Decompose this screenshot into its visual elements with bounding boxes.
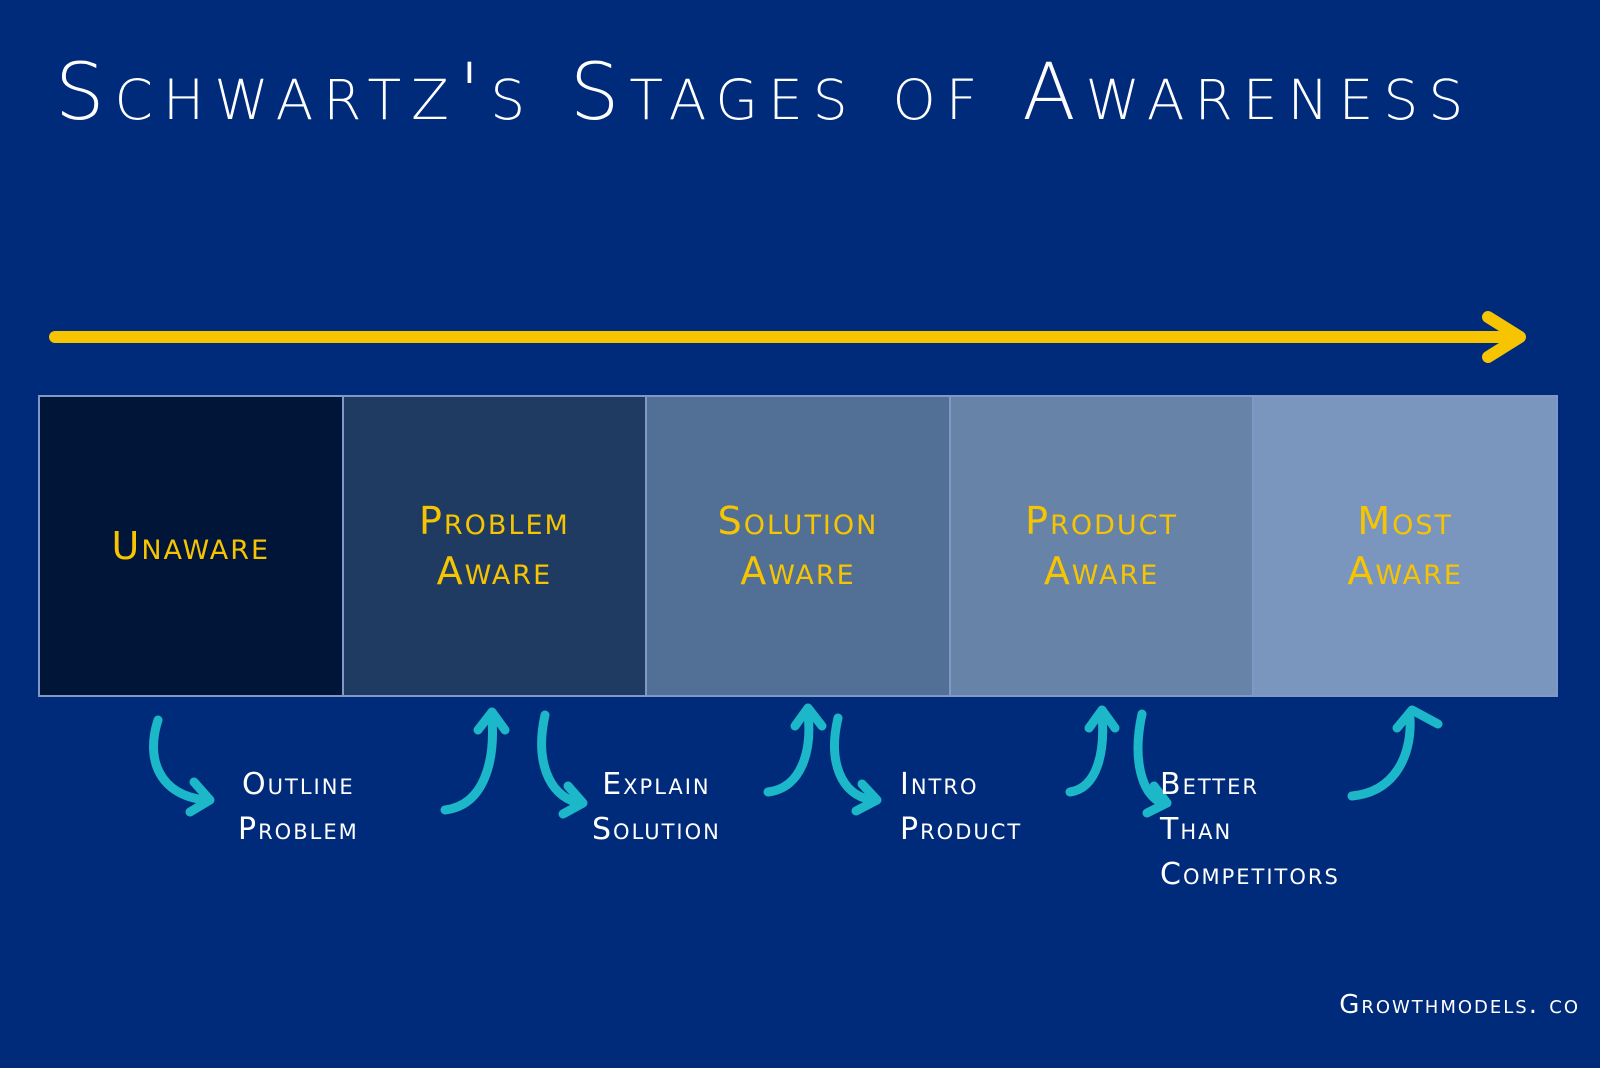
transition-label-better-than-competitors: Better Than Competitors (1160, 767, 1340, 892)
transition-up-arrow-2-head (790, 703, 827, 731)
progress-arrow (49, 311, 1526, 363)
transition-down-arrow-1-head (185, 777, 215, 817)
stage-unaware-label: Unaware (111, 524, 271, 568)
stage-most-aware-label: Most Aware (1347, 499, 1463, 593)
transition-label-intro-product: Intro Product (900, 767, 1023, 847)
transition-label-explain-solution: Explain Solution (592, 767, 721, 847)
stage-problem-aware-label: Problem Aware (418, 499, 570, 593)
transition-up-arrow-3-head (1084, 705, 1120, 733)
transition-down-arrow-2 (537, 710, 583, 808)
stage-most-aware: Most Aware (1254, 397, 1556, 695)
transition-arrows (149, 703, 1443, 819)
stages-bar: Unaware Problem Aware Solution Aware Pro… (38, 395, 1558, 697)
stage-unaware: Unaware (40, 397, 344, 695)
transition-up-arrow-4 (1347, 713, 1415, 801)
transition-down-arrow-2-head (558, 781, 588, 819)
transition-down-arrow-1 (149, 715, 210, 805)
page-title: Schwartz's Stages of Awareness (55, 48, 1474, 138)
transition-label-outline-problem: Outline Problem (238, 767, 359, 847)
footer-brand: Growthmodels. co (1339, 990, 1580, 1020)
stage-product-aware-label: Product Aware (1025, 499, 1178, 593)
stage-problem-aware: Problem Aware (343, 397, 648, 695)
transition-up-arrow-1-head (473, 707, 510, 735)
transition-down-arrow-3 (830, 713, 877, 805)
transition-down-arrow-4 (1133, 709, 1167, 808)
transition-down-arrow-3-head (851, 779, 882, 816)
stage-product-aware: Product Aware (950, 397, 1255, 695)
stage-solution-aware-label: Solution Aware (717, 499, 879, 593)
progress-arrow-head (1482, 311, 1526, 363)
stage-solution-aware: Solution Aware (647, 397, 951, 695)
transition-up-arrow-4-head (1392, 705, 1443, 733)
transition-up-arrow-1 (440, 713, 497, 815)
transition-up-arrow-2 (763, 709, 814, 797)
transition-up-arrow-3 (1065, 711, 1108, 797)
transition-down-arrow-4-head (1142, 781, 1172, 818)
